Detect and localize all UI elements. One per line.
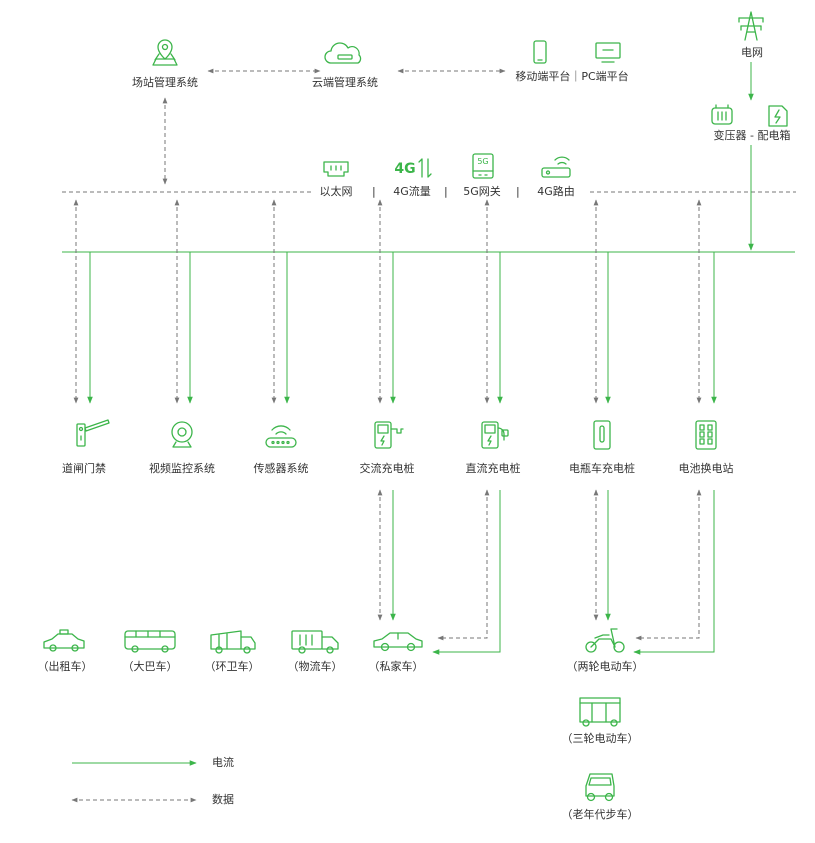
network-separator-3: | <box>516 185 520 198</box>
taxi-icon <box>43 629 85 652</box>
ethernet-label: 以太网 <box>319 185 353 198</box>
device-label-camera: 视频监控系统 <box>149 462 215 475</box>
legend-power-label: 电流 <box>212 756 234 769</box>
vehicle-label-logistics: （物流车） <box>287 660 343 673</box>
camera-icon <box>171 421 193 448</box>
mobile-pc-label: 移动端平台｜PC端平台 <box>515 70 629 83</box>
sanitation-truck-icon <box>210 630 256 654</box>
logistics-truck-icon <box>291 630 339 654</box>
cloud-icon <box>324 42 362 64</box>
5g-icon-label: 5G <box>477 157 488 166</box>
5g-gateway-label: 5G网关 <box>463 185 501 198</box>
4g-flow-label: 4G流量 <box>393 185 431 198</box>
map-pin-icon <box>152 39 178 66</box>
vehicle-label-tricycle: （三轮电动车） <box>561 732 639 745</box>
battery-swap-icon <box>695 420 717 450</box>
mobility-car-icon <box>585 773 615 802</box>
device-label-ac: 交流充电桩 <box>359 462 415 475</box>
legend-data-label: 数据 <box>212 793 234 806</box>
vehicle-label-bus: （大巴车） <box>122 660 178 673</box>
router-icon <box>541 156 571 178</box>
network-separator-2: | <box>444 185 448 198</box>
ebike-charger-icon <box>593 420 611 450</box>
dc-charger-icon <box>481 421 509 449</box>
transformer-icon <box>711 104 733 125</box>
sensor-icon <box>265 425 297 448</box>
distribution-box-icon <box>768 105 788 127</box>
vehicle-label-taxi: （出租车） <box>37 660 93 673</box>
transformer-label: 变压器 - 配电箱 <box>713 129 791 142</box>
vehicle-label-private: （私家车） <box>368 660 424 673</box>
network-separator-1: | <box>372 185 376 198</box>
device-label-dc: 直流充电桩 <box>465 462 521 475</box>
mobile-icon <box>533 40 547 64</box>
ethernet-icon <box>323 161 349 177</box>
scooter-icon <box>585 628 625 653</box>
grid-label: 电网 <box>741 46 763 59</box>
vehicle-label-sanitation: （环卫车） <box>204 660 260 673</box>
cloud-system-label: 云端管理系统 <box>312 76 378 89</box>
4g-router-label: 4G路由 <box>537 185 575 198</box>
data-swap-scooter <box>635 489 702 641</box>
device-label-ebike: 电瓶车充电桩 <box>569 462 635 475</box>
power-swap-scooter <box>633 490 715 655</box>
device-label-sensor: 传感器系统 <box>253 462 309 475</box>
5g-gateway-icon <box>472 153 494 179</box>
barrier-gate-icon <box>76 419 110 447</box>
device-label-barrier: 道闸门禁 <box>62 462 106 475</box>
power-dc-car <box>432 490 501 655</box>
4g-flow-icon <box>418 158 432 178</box>
private-car-icon <box>373 632 423 652</box>
4g-icon-label: 4G <box>394 161 415 177</box>
bus-icon <box>124 630 176 653</box>
data-dc-car <box>437 489 490 641</box>
ac-charger-icon <box>374 421 404 449</box>
power-tower-icon <box>738 11 764 41</box>
vehicle-label-mobility: （老年代步车） <box>561 808 639 821</box>
tricycle-icon <box>579 697 621 727</box>
device-label-swap: 电池换电站 <box>678 462 734 475</box>
pc-icon <box>595 42 621 63</box>
station-system-label: 场站管理系统 <box>132 76 198 89</box>
vehicle-label-scooter: （两轮电动车） <box>566 660 644 673</box>
